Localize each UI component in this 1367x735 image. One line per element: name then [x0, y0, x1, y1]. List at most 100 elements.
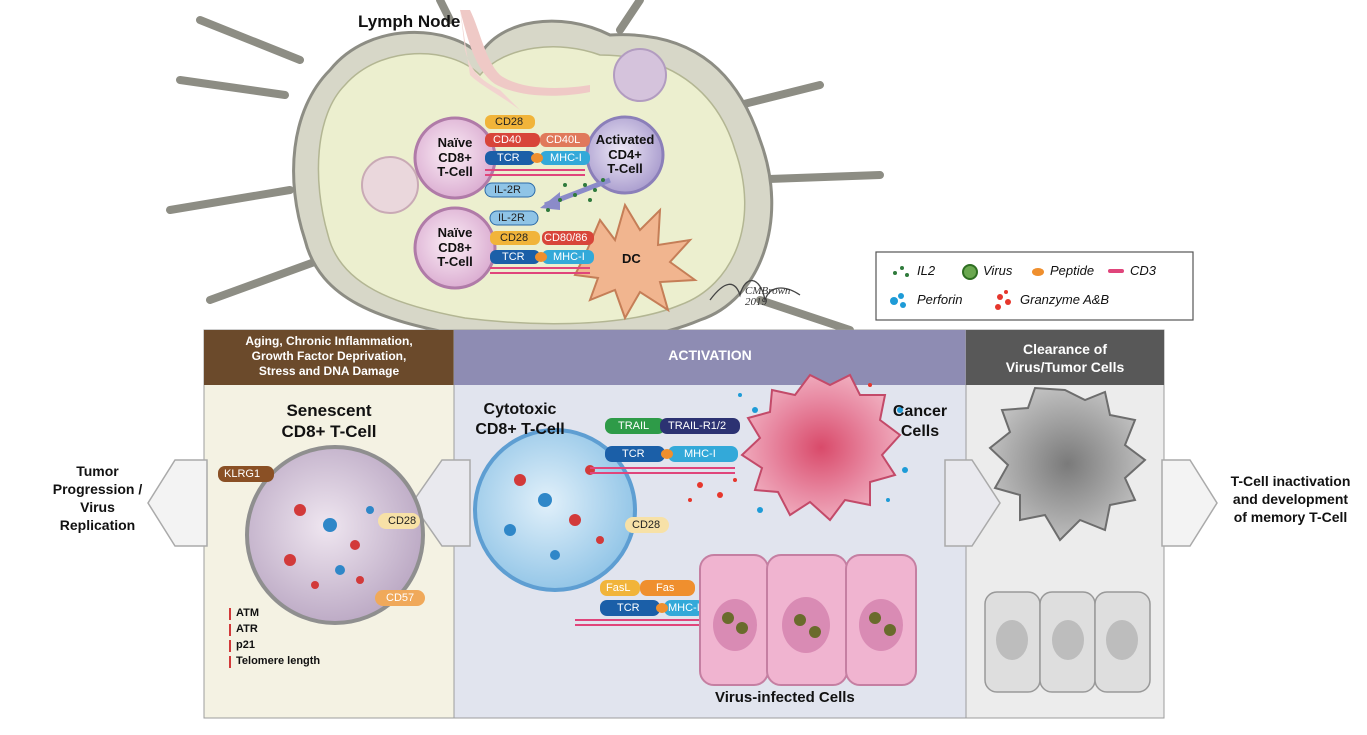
marker-atm: ATM [236, 607, 260, 619]
naive-cd8-label-top: Naïve CD8+ T-Cell [420, 135, 490, 180]
cd3-lines [490, 267, 590, 274]
cd28-label: CD28 [388, 515, 417, 527]
tcr-bar [485, 151, 535, 165]
tcr-bar [600, 600, 660, 616]
signature-text: CMBrown 2019 [745, 286, 790, 308]
cd28-bar [485, 115, 535, 129]
cd3-lines [485, 169, 585, 176]
outcome-line: Progression / [52, 481, 143, 497]
il2r-label: IL-2R [494, 184, 521, 196]
senescent-title: Senescent CD8+ T-Cell [204, 400, 454, 442]
peptide [661, 449, 673, 459]
activation-header-text: ACTIVATION [668, 347, 752, 363]
legend-granzyme: Granzyme A&B [1020, 292, 1110, 307]
signature [709, 279, 801, 303]
fas-bar [640, 580, 695, 596]
header-line: Stress and DNA Damage [258, 364, 400, 378]
cd80-bar [542, 231, 594, 245]
virus-infected-cells [699, 554, 917, 686]
klrg1-label: KLRG1 [224, 468, 261, 480]
mhc-bar [540, 151, 590, 165]
legend-il2: IL2 [917, 263, 936, 278]
header-line: Clearance of [1022, 341, 1108, 357]
legend-peptide: Peptide [1050, 263, 1095, 278]
label-line: Activated [595, 132, 655, 147]
title-line: CD8+ T-Cell [281, 422, 377, 441]
header-line: Aging, Chronic Inflammation, [245, 334, 413, 348]
cd28-bar [625, 517, 669, 533]
tcr-label: TCR [622, 448, 645, 460]
mhc-label: MHC-I [553, 251, 585, 263]
peptide [531, 153, 543, 163]
senescence-header-text: Aging, Chronic Inflammation, Growth Fact… [204, 334, 454, 379]
virus-infected-title: Virus-infected Cells [715, 689, 855, 706]
title-line: Senescent [286, 401, 372, 420]
tcr-bar [490, 250, 540, 264]
fas-label: Fas [656, 582, 675, 594]
naive-cd8-cell-bottom [413, 206, 497, 290]
cleared-cancer-cell [988, 386, 1147, 542]
small-cell [361, 156, 419, 214]
legend-cd3: CD3 [1130, 263, 1157, 278]
senescent-cd8-cell [245, 445, 425, 625]
outcome-line: T-Cell inactivation [1230, 473, 1351, 489]
signature-year: 2019 [745, 296, 767, 308]
right-outcome-arrow [1161, 459, 1218, 547]
activation-to-senescence-arrow [411, 459, 471, 547]
title-line: Cells [900, 423, 940, 440]
granules [284, 504, 374, 589]
cd28-bar [378, 513, 420, 529]
label-line: T-Cell [437, 164, 473, 180]
cd57-bar [375, 590, 425, 606]
label-line: CD4+ [608, 146, 642, 162]
outcome-line: and development [1232, 491, 1349, 507]
cd40-bar [485, 133, 540, 147]
label-line: CD8+ [438, 149, 472, 165]
peptide [535, 252, 547, 262]
left-outcome-text: Tumor Progression / Virus Replication [40, 462, 155, 534]
mhc-label: MHC-I [668, 602, 700, 614]
fasl-bar [600, 580, 640, 596]
cd40l-bar [540, 133, 590, 147]
outcome-line: of memory T-Cell [1233, 509, 1348, 525]
outcome-line: Virus [80, 499, 115, 515]
signature-name: CMBrown [745, 285, 791, 297]
activation-to-clearance-arrow [944, 459, 1001, 547]
granules [504, 465, 604, 560]
left-outcome-arrow [147, 459, 208, 547]
marker-telomere: Telomere length [236, 655, 321, 667]
lymph-node-title: Lymph Node [358, 12, 461, 31]
il2-dots [546, 178, 605, 212]
cancer-title: Cancer Cells [880, 402, 960, 442]
dendritic-cell [573, 202, 698, 321]
cd3-lines [575, 619, 700, 626]
legend-box [875, 251, 1194, 321]
cleared-infected-cells [984, 591, 1151, 693]
marker-p21: p21 [236, 639, 255, 651]
label-line: T-Cell [607, 161, 643, 177]
cd40l-label: CD40L [546, 134, 581, 146]
title-line: Cancer [892, 403, 948, 420]
trail-bar [605, 418, 665, 434]
small-cell [613, 48, 667, 102]
outcome-line: Replication [59, 517, 136, 533]
tcr-label: TCR [502, 251, 525, 263]
mhc-bar [668, 446, 738, 462]
cd40-label: CD40 [493, 134, 522, 146]
mhc-bar [542, 250, 594, 264]
senescence-header [204, 330, 454, 385]
marker-atr: ATR [236, 623, 258, 635]
peptide [656, 603, 668, 613]
activated-cd4-label: Activated CD4+ T-Cell [585, 132, 665, 177]
cd80-label: CD80/86 [544, 232, 588, 244]
right-outcome-text: T-Cell inactivation and development of m… [1218, 472, 1363, 526]
outcome-line: Tumor [76, 463, 119, 479]
mhc-label: MHC-I [550, 152, 582, 164]
trail-label: TRAIL [618, 420, 650, 432]
cd28-label: CD28 [500, 232, 529, 244]
clearance-header [966, 330, 1164, 385]
mhc-bar [664, 600, 704, 616]
cd3-lines [590, 467, 735, 474]
